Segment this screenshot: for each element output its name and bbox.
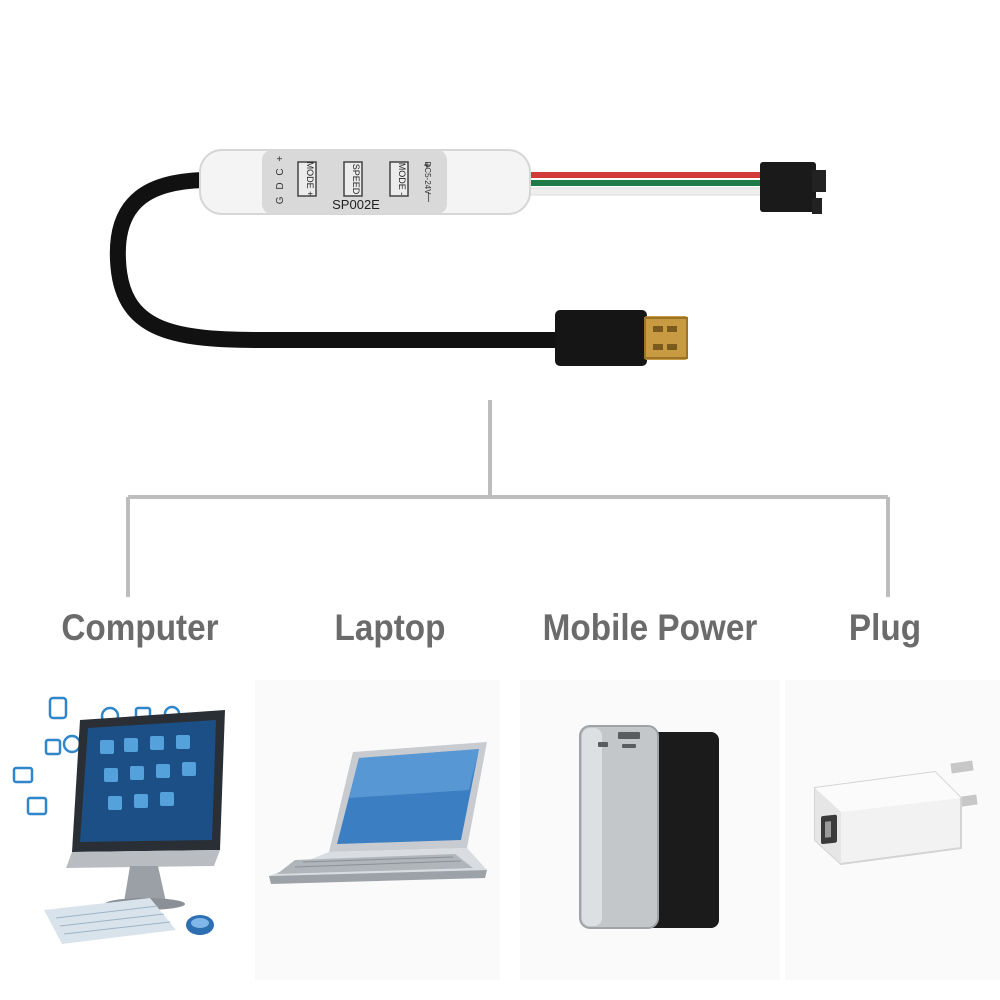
speed-button[interactable]	[343, 161, 363, 197]
polarity-plus: +	[423, 158, 431, 172]
button-label-mode-plus: MODE +	[305, 161, 315, 197]
usb-plug-icon	[814, 760, 978, 866]
mode-plus-button[interactable]	[297, 161, 317, 197]
button-label-speed: SPEED	[351, 163, 361, 195]
model-label: SP002E	[332, 197, 380, 212]
usb-plug-body	[555, 310, 647, 366]
pin-marks: G D C +	[275, 153, 286, 205]
device-label-laptop: Laptop	[334, 607, 446, 648]
connection-tree	[126, 400, 890, 597]
wire-white	[519, 187, 766, 196]
mobile-power-tile	[520, 680, 780, 980]
laptop-tile	[255, 680, 500, 980]
device-label-plug: Plug	[848, 607, 922, 648]
mode-minus-button[interactable]	[389, 161, 409, 197]
usb-cable	[109, 172, 568, 348]
power-bank-icon	[579, 725, 719, 929]
computer-icon	[12, 696, 225, 944]
polarity-minus: —	[423, 192, 434, 202]
device-label-mobile-power: Mobile Power	[542, 607, 758, 648]
plug-tile	[785, 680, 1000, 980]
jst-connector	[760, 162, 816, 212]
usb-plug-tip	[645, 316, 687, 360]
laptop-icon	[269, 742, 487, 884]
wire-red	[520, 172, 765, 178]
wire-green	[520, 180, 765, 186]
button-label-mode-minus: MODE -	[397, 162, 407, 196]
device-label-computer: Computer	[61, 607, 219, 648]
computer-tile	[0, 680, 250, 980]
